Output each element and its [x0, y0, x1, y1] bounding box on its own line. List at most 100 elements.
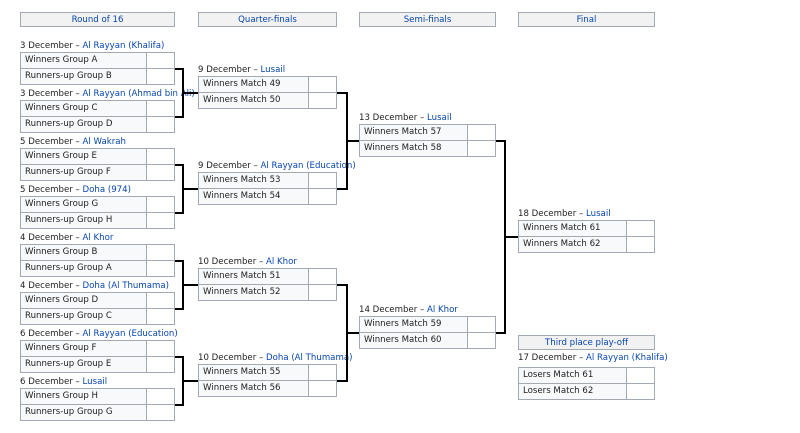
connector-r16-0-a: [175, 68, 183, 70]
r16-match-7-label: 6 December – Al Rayyan (Education): [20, 328, 178, 340]
third-place-match-home-team: Losers Match 61: [523, 370, 594, 380]
sf-match-1-home-team: Winners Match 57: [364, 127, 442, 137]
qf-match-4-date: 10 December: [198, 353, 257, 363]
connector-r16-1-b: [175, 212, 183, 214]
qf-match-2-home-team: Winners Match 53: [203, 175, 281, 185]
third-place-match-venue-link[interactable]: Al Rayyan (Khalifa): [586, 353, 668, 363]
qf-match-4-venue-link[interactable]: Doha (Al Thumama): [266, 353, 353, 363]
r16-match-7-away-score: [146, 357, 174, 372]
connector-qf-1-b: [337, 380, 347, 382]
final-match-home-row: Winners Match 61: [518, 220, 655, 237]
r16-match-7-away-row: Runners-up Group E: [20, 357, 175, 373]
r16-match-7-home-team: Winners Group F: [25, 343, 97, 353]
connector-r16-3-out: [182, 380, 198, 382]
sf-match-2-home-team: Winners Match 59: [364, 319, 442, 329]
r16-match-3-label: 5 December – Al Wakrah: [20, 136, 126, 148]
connector-r16-2-a: [175, 260, 183, 262]
qf-match-4-label: 10 December – Doha (Al Thumama): [198, 352, 352, 364]
r16-match-2-venue-link[interactable]: Al Rayyan (Ahmad bin Ali): [82, 89, 195, 99]
sf-match-1-home-row: Winners Match 57: [359, 124, 496, 141]
r16-match-4-away-score: [146, 213, 174, 228]
r16-match-3-away-row: Runners-up Group F: [20, 165, 175, 181]
r16-match-6-venue-link[interactable]: Doha (Al Thumama): [82, 281, 169, 291]
r16-match-2-label: 3 December – Al Rayyan (Ahmad bin Ali): [20, 88, 195, 100]
sf-match-2-label: 14 December – Al Khor: [359, 304, 458, 316]
qf-match-1-date: 9 December: [198, 65, 251, 75]
header-round-of-16[interactable]: Round of 16: [20, 12, 175, 27]
qf-match-4-away-team: Winners Match 56: [203, 383, 281, 393]
r16-match-5-venue-link[interactable]: Al Khor: [82, 233, 114, 243]
r16-match-3-away-team: Runners-up Group F: [25, 167, 111, 177]
connector-r16-2-b: [175, 308, 183, 310]
r16-match-6-home-score: [146, 293, 174, 308]
qf-match-3-venue-link[interactable]: Al Khor: [266, 257, 297, 267]
sf-match-2-away-team: Winners Match 60: [364, 335, 442, 345]
qf-match-2-away-score: [308, 189, 336, 204]
qf-match-3-separator: –: [256, 257, 266, 267]
connector-sf-b: [496, 332, 505, 334]
r16-match-4-label: 5 December – Doha (974): [20, 184, 131, 196]
qf-match-2-home-score: [308, 173, 336, 188]
header-final[interactable]: Final: [518, 12, 655, 27]
connector-r16-1-out: [182, 188, 198, 190]
qf-match-2-home-row: Winners Match 53: [198, 172, 337, 189]
r16-match-6-away-team: Runners-up Group C: [25, 311, 112, 321]
qf-match-2-away-team: Winners Match 54: [203, 191, 281, 201]
connector-qf-1-a: [337, 284, 347, 286]
r16-match-4-home-team: Winners Group G: [25, 199, 99, 209]
qf-match-3-home-score: [308, 269, 336, 284]
header-semi-finals[interactable]: Semi-finals: [359, 12, 496, 27]
r16-match-2-away-row: Runners-up Group D: [20, 117, 175, 133]
final-match-away-team: Winners Match 62: [523, 239, 601, 249]
sf-match-2-away-score: [467, 333, 495, 348]
connector-r16-2-out: [182, 284, 198, 286]
header-third-place[interactable]: Third place play-off: [518, 335, 655, 350]
r16-match-5-home-score: [146, 245, 174, 260]
final-match-home-score: [626, 221, 654, 236]
r16-match-6-away-score: [146, 309, 174, 324]
r16-match-1-date: 3 December: [20, 41, 73, 51]
r16-match-5-away-team: Runners-up Group A: [25, 263, 112, 273]
qf-match-1-separator: –: [250, 65, 261, 75]
r16-match-7-venue-link[interactable]: Al Rayyan (Education): [82, 329, 178, 339]
r16-match-7-home-row: Winners Group F: [20, 340, 175, 357]
sf-match-2-venue-link[interactable]: Al Khor: [427, 305, 458, 315]
r16-match-4-away-team: Runners-up Group H: [25, 215, 113, 225]
sf-match-1-venue-link[interactable]: Lusail: [427, 113, 452, 123]
connector-qf-0-a: [337, 92, 347, 94]
qf-match-3-date: 10 December: [198, 257, 257, 267]
final-match-away-score: [626, 237, 654, 252]
connector-qf-0-out: [346, 140, 359, 142]
qf-match-4-home-team: Winners Match 55: [203, 367, 281, 377]
r16-match-5-home-team: Winners Group B: [25, 247, 98, 257]
r16-match-1-venue-link[interactable]: Al Rayyan (Khalifa): [82, 41, 165, 51]
qf-match-2-venue-link[interactable]: Al Rayyan (Education): [260, 161, 356, 171]
qf-match-1-home-score: [308, 77, 336, 92]
final-match-venue-link[interactable]: Lusail: [586, 209, 611, 219]
r16-match-3-venue-link[interactable]: Al Wakrah: [82, 137, 126, 147]
header-quarter-finals[interactable]: Quarter-finals: [198, 12, 337, 27]
third-place-match-home-row: Losers Match 61: [518, 367, 655, 384]
r16-match-8-home-score: [146, 389, 174, 404]
connector-qf-0-b: [337, 188, 347, 190]
r16-match-6-home-team: Winners Group D: [25, 295, 99, 305]
final-match-date: 18 December: [518, 209, 577, 219]
connector-sf-a: [496, 140, 505, 142]
third-place-match-label: 17 December – Al Rayyan (Khalifa): [518, 352, 668, 364]
connector-sf-out: [504, 236, 518, 238]
qf-match-2-away-row: Winners Match 54: [198, 189, 337, 205]
sf-match-1-away-team: Winners Match 58: [364, 143, 442, 153]
r16-match-1-home-row: Winners Group A: [20, 52, 175, 69]
r16-match-1-away-score: [146, 69, 174, 84]
connector-r16-0-b: [175, 116, 183, 118]
sf-match-2-away-row: Winners Match 60: [359, 333, 496, 349]
r16-match-5-label: 4 December – Al Khor: [20, 232, 113, 244]
r16-match-4-venue-link[interactable]: Doha (974): [82, 185, 131, 195]
r16-match-8-venue-link[interactable]: Lusail: [82, 377, 108, 387]
qf-match-1-venue-link[interactable]: Lusail: [260, 65, 286, 75]
qf-match-1-away-row: Winners Match 50: [198, 93, 337, 109]
r16-match-1-separator: –: [72, 41, 83, 51]
qf-match-2-date: 9 December: [198, 161, 251, 171]
sf-match-2-home-row: Winners Match 59: [359, 316, 496, 333]
third-place-match-date: 17 December: [518, 353, 577, 363]
